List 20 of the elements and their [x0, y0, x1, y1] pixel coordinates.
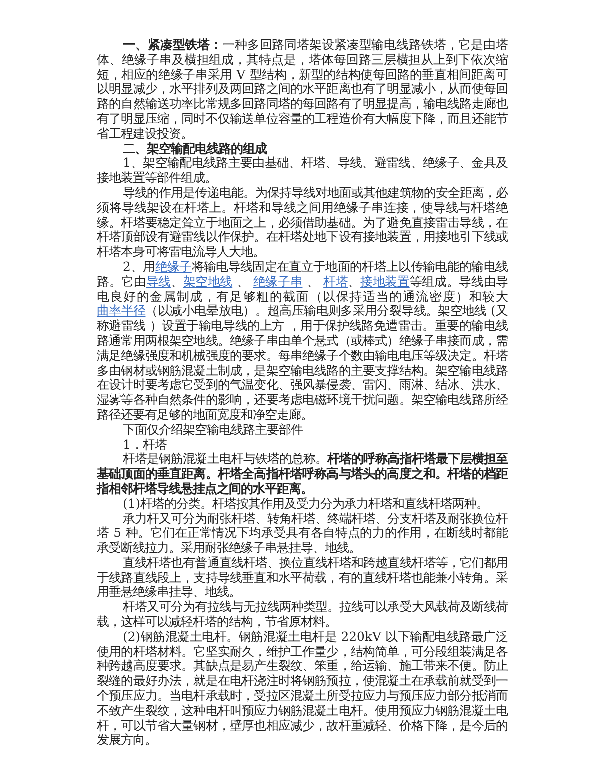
- paragraph: 直线杆塔也有普通直线杆塔、换位直线杆塔和跨越直线杆塔等，它们都用于线路直线段上，支持导线垂直和水平荷载，有的直线杆塔也能兼小转角。采用垂悬绝缘串挂导、地线。: [97, 556, 508, 600]
- paragraph: 杆塔是钢筋混凝土电杆与铁塔的总称。杆塔的呼称高指杆塔最下层横担至基础顶面的垂直距离。杆塔全高指杆塔呼称高与塔头的高度之和。杆塔的档距指相邻杆塔导线悬挂点之间的水平距离。: [97, 452, 508, 497]
- paragraph: 杆塔又可分为有拉线与无拉线两种类型。拉线可以承受大风载荷及断线荷载，这样可以减轻杆塔的结构，节省原材料。: [97, 600, 508, 630]
- paragraph: 下面仅介绍架空输电线路主要部件: [122, 422, 304, 438]
- paragraph: 2、用绝缘子将输电导线固定在直立于地面的杆塔上以传输电能的输电线路。它由导线、架空地线 、 绝缘子串 、 杆塔、接地装置等组成。导线由导电良好的金属制成，有足够粗的截面（以保持适当的通流密度）和较大 曲率半径（以减小电晕放电）。超高压输电则多采用分裂导线。架空地线 (又称避雷线 ）设置于输电导线的上方 ，用于保护线路免遭雷击。重要的输电线路通常用两根架空地线。绝缘子串由单个悬式（或棒式）绝缘子串接而成，需满足绝缘强度和机械强度的要求。每串绝缘子个数由输电电压等级决定。杆塔多由钢材或钢筋混凝土制成，是架空输电线路的主要支撑结构。架空输电线路在设计时要考虑它受到的气温变化、强风暴侵袭、雷闪、雨淋、结冰、洪水、湿雾等各种自然条件的影响，还要考虑电磁环境干扰问题。架空输电线路所经路径还要有足够的地面宽度和净空走廊。: [97, 260, 508, 423]
- text-link: 绝缘子: [155, 258, 192, 274]
- paragraph: (2)钢筋混凝土电杆。钢筋混凝土电杆是 220kV 以下输配电线路最广泛使用的杆塔材料。它坚实耐久，维护工作量少，结构简单，可分段组装满足各种跨越高度要求。其缺点是易产生裂纹、笨重，给运输、施工带来不便。防止裂缝的最好办法，就是在电杆浇注时将钢筋预拉，使混凝土在承载前就受到一个预压应力。当电杆承载时，受拉区混凝土所受拉应力与预压应力部分抵消而不致产生裂纹，这种电杆叫预应力钢筋混凝土电杆。使用预应力钢筋混凝土电杆，可以节省大量钢材，壁厚也相应减少，故杆重减轻、价格下降，是今后的发展方向。: [97, 630, 508, 748]
- paragraph: 承力杆又可分为耐张杆塔、转角杆塔、终端杆塔、分支杆塔及耐张换位杆塔 5 种。它们在正常情况下均承受具有各自特点的力的作用，在断线时都能承受断线拉力。采用耐张绝缘子串悬挂导、地线。: [97, 512, 508, 556]
- text-link: 绝缘子串: [253, 274, 303, 289]
- paragraph: 1、架空输配电线路主要由基础、杆塔、导线、避雷线、绝缘子、金具及接地装置等部件组成。: [97, 156, 508, 186]
- paragraph: 导线的作用是传递电能。为保持导线对地面或其他建筑物的安全距离，必须将导线架设在杆塔上。杆塔和导线之间用绝缘子串连接，使导线与杆塔绝缘。杆塔要稳定耸立于地面之上，必须借助基础。为了避免直接雷击导线，在杆塔顶部设有避雷线以作保护。在杆塔处地下设有接地装置，用接地引下线或杆塔本身可将雷电流导人大地。: [97, 186, 508, 260]
- section-heading: 二、架空输配电线路的组成: [122, 142, 268, 156]
- paragraph: (1)杆塔的分类。杆塔按其作用及受力分为承力杆塔和直线杆塔两种。: [122, 496, 490, 512]
- text-link: 曲率半径: [97, 303, 146, 318]
- paragraph: 一、紧凑型铁塔：一种多回路同塔架设紧凑型输电线路铁塔，它是由塔体、绝缘子串及横担组成，其特点是，塔体每回路三层横担从上到下依次缩短，相应的绝缘子串采用 V 型结构，新型的结构使每回路的垂直相间距离可以明显减少，水平排列及两回路之间的水平距离也有了明显减小，从而使每回路的自然输送功率比常规多回路同塔的每回路有了明显提高，输电线路走廊也有了明显压缩，同时不仅输送单位容量的工程造价有大幅度下降，而且还能节省工程建设投资。: [97, 38, 508, 142]
- text-link: 杆塔: [324, 274, 348, 289]
- text-link: 架空地线: [183, 274, 233, 289]
- text-link: 导线: [146, 274, 171, 289]
- text-link: 接地装置: [360, 274, 410, 289]
- subsection-heading: 1．杆塔: [122, 438, 168, 452]
